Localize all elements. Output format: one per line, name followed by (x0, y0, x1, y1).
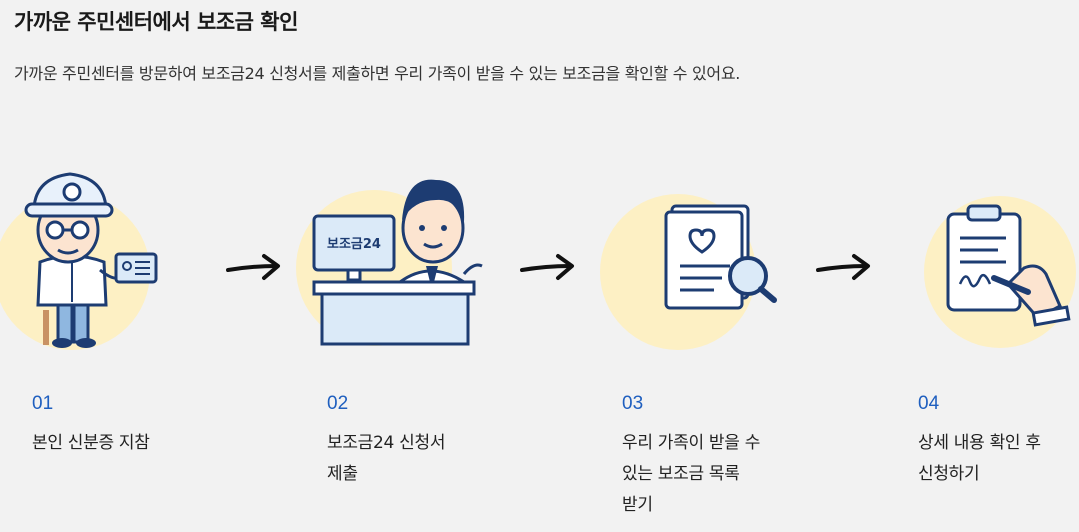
step-description-line: 신청하기 (918, 464, 980, 484)
step-number: 04 (918, 393, 940, 414)
step-description-line: 받기 (622, 495, 653, 515)
page-subtitle: 가까운 주민센터를 방문하여 보조금24 신청서를 제출하면 우리 가족이 받을… (14, 64, 741, 83)
step-description: 상세 내용 확인 후 신청하기 (918, 428, 1079, 490)
clerk-at-desk-illustration: 보조금24 (296, 179, 483, 346)
step-description-line: 있는 보조금 목록 (622, 464, 740, 484)
arrow-right-icon (226, 254, 280, 280)
step-description: 보조금24 신청서 제출 (327, 428, 517, 490)
monitor-label: 보조금24 (327, 237, 381, 252)
clipboard-signing-illustration (924, 196, 1076, 348)
step-description-line: 우리 가족이 받을 수 (622, 433, 761, 453)
document-search-illustration (600, 194, 777, 350)
step-number: 03 (622, 393, 644, 414)
step-description: 본인 신분증 지참 (32, 428, 222, 459)
arrow-right-icon (520, 254, 574, 280)
step-number: 02 (327, 393, 349, 414)
step-description-line: 보조금24 신청서 (327, 433, 446, 453)
magnifier-icon (728, 256, 768, 296)
step-description: 우리 가족이 받을 수 있는 보조금 목록 받기 (622, 428, 812, 521)
step-description-line: 제출 (327, 464, 358, 484)
pen-icon (991, 275, 1031, 295)
page-title: 가까운 주민센터에서 보조금 확인 (14, 10, 298, 34)
arrow-right-icon (816, 254, 870, 280)
step-number: 01 (32, 393, 54, 414)
senior-with-id-card-illustration (0, 172, 158, 350)
signature-icon (958, 273, 992, 288)
step-description-line: 본인 신분증 지참 (32, 433, 150, 453)
step-description-line: 상세 내용 확인 후 (918, 433, 1041, 453)
heart-icon (688, 228, 716, 254)
